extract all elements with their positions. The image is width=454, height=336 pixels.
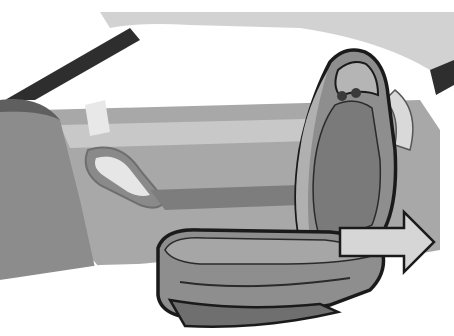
- headrest-speaker-left-icon: [337, 91, 347, 101]
- headrest-speaker-right-icon: [351, 88, 361, 98]
